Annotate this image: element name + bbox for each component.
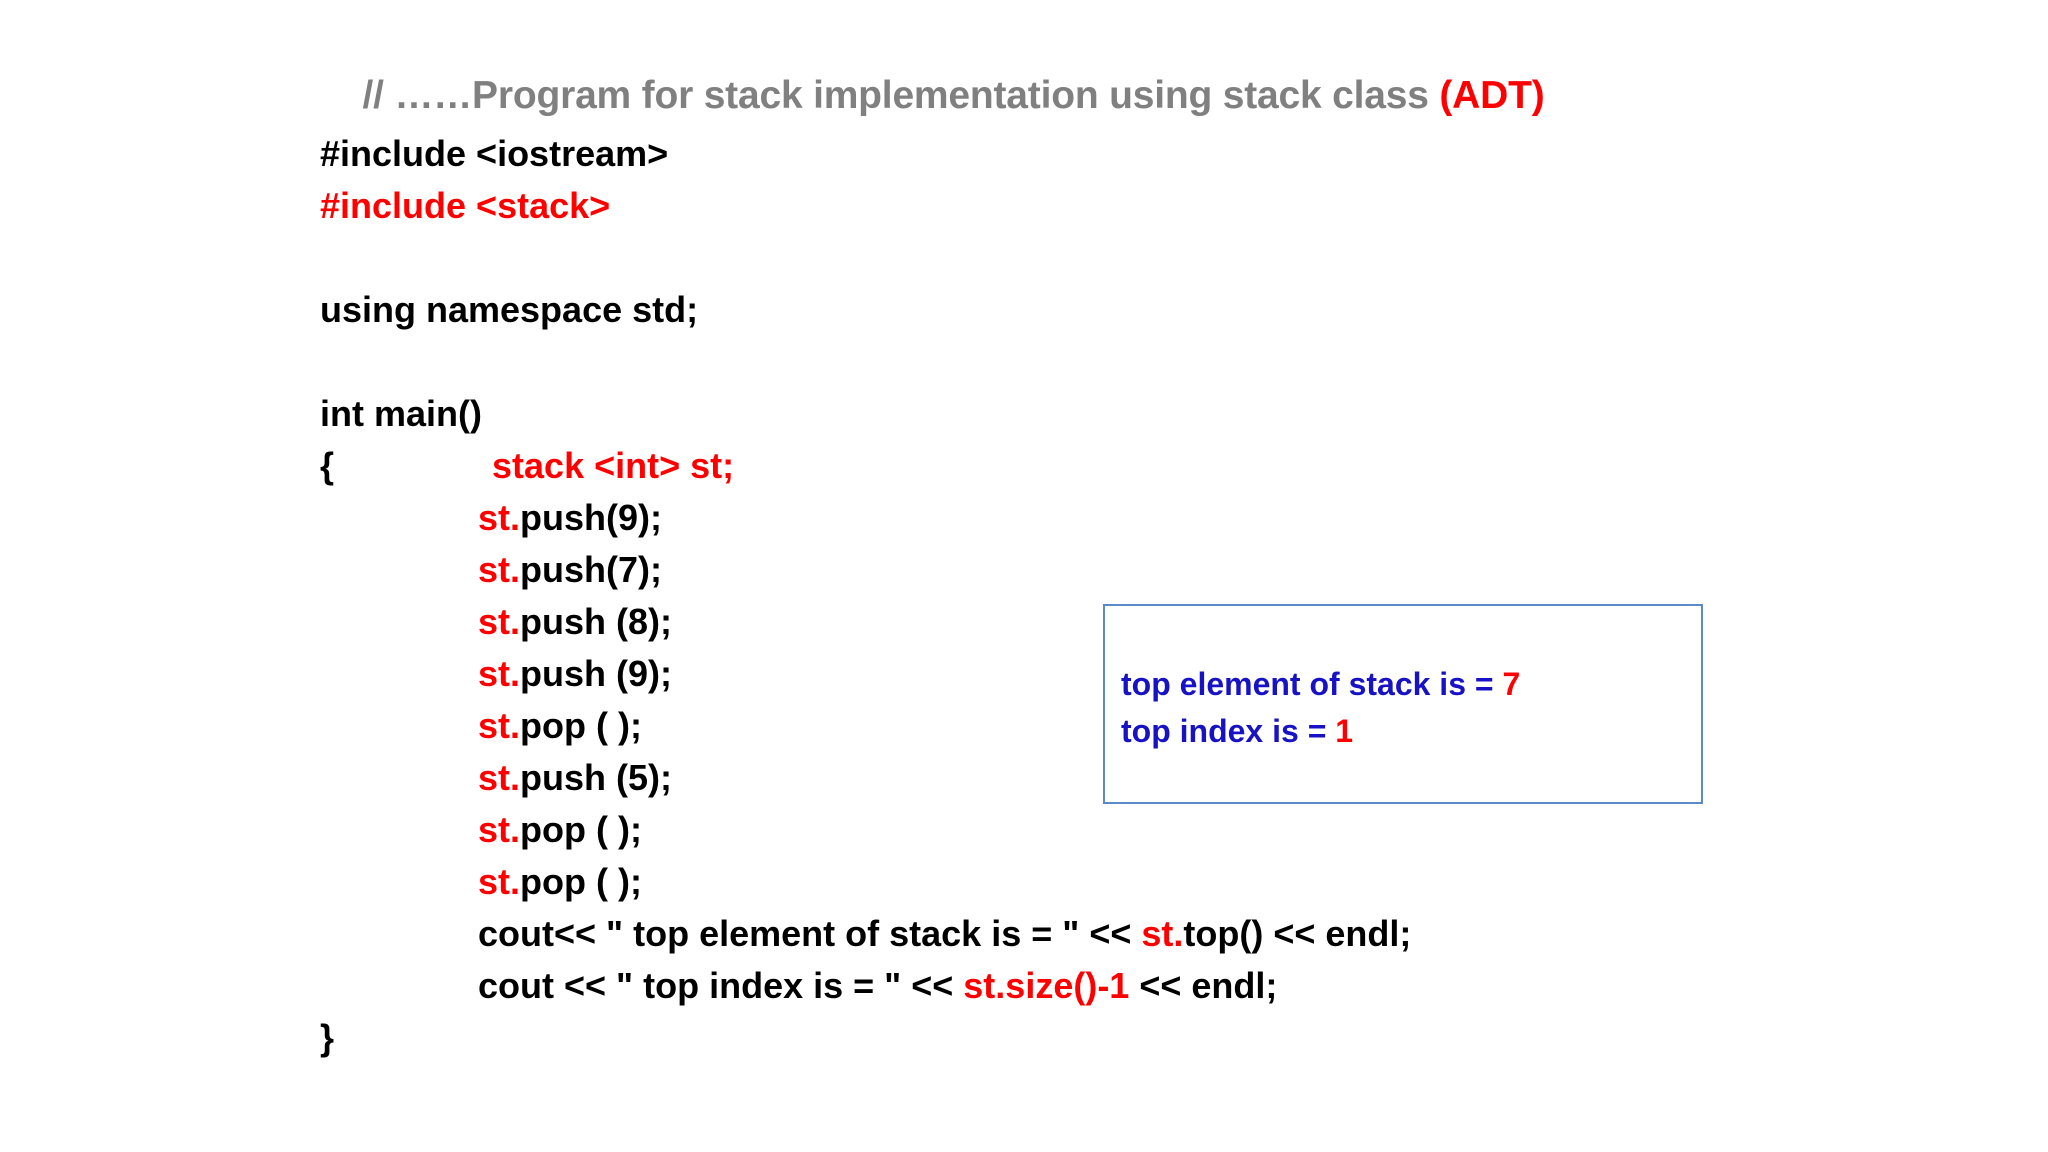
code-token: push (8);	[520, 601, 672, 642]
code-line-pop-1: st.pop ( );	[320, 700, 1411, 752]
code-token: pop ( );	[520, 861, 642, 902]
code-line-push-8: st.push (8);	[320, 596, 1411, 648]
code-token: st.	[478, 549, 521, 590]
code-token: st.	[478, 653, 521, 694]
code-line-include-stack: #include <stack>	[320, 180, 1411, 232]
code-line-cout-top: cout<< " top element of stack is = " << …	[320, 908, 1411, 960]
code-token	[320, 237, 330, 278]
code-token: push(9);	[520, 497, 662, 538]
output-line-top-index: top index is = 1	[1121, 708, 1520, 755]
code-token: st.	[1141, 913, 1184, 954]
code-token: push(7);	[520, 549, 662, 590]
code-token: #include <stack>	[320, 185, 611, 226]
output-value: 7	[1502, 666, 1521, 702]
code-token: stack <int> st;	[492, 445, 735, 486]
code-token: st.	[478, 497, 521, 538]
slide-title: // ……Program for stack implementation us…	[320, 30, 1545, 162]
code-line-blank-2	[320, 336, 1411, 388]
code-line-pop-3: st.pop ( );	[320, 856, 1411, 908]
code-token: st.	[478, 809, 521, 850]
code-token: st.	[478, 601, 521, 642]
code-line-close-brace: }	[320, 1012, 1411, 1064]
code-token: st.	[478, 705, 521, 746]
code-line-pop-2: st.pop ( );	[320, 804, 1411, 856]
code-line-include-iostream: #include <iostream>	[320, 128, 1411, 180]
code-token: push (5);	[520, 757, 672, 798]
code-line-blank-1	[320, 232, 1411, 284]
code-line-push-9b: st.push (9);	[320, 648, 1411, 700]
slide-title-text: // ……Program for stack implementation us…	[362, 74, 1440, 117]
code-line-push-5: st.push (5);	[320, 752, 1411, 804]
code-token: push (9);	[520, 653, 672, 694]
code-token: using namespace std;	[320, 289, 699, 330]
code-token: << endl;	[1129, 965, 1278, 1006]
code-token: st.size()-1	[963, 965, 1130, 1006]
output-label: top element of stack is =	[1121, 666, 1503, 702]
code-token: {	[320, 445, 335, 486]
code-line-push-7: st.push(7);	[320, 544, 1411, 596]
code-token: st.	[478, 861, 521, 902]
output-line-top-element: top element of stack is = 7	[1121, 661, 1520, 708]
code-token	[320, 341, 330, 382]
output-label: top index is =	[1121, 713, 1336, 749]
output-value: 1	[1335, 713, 1354, 749]
code-token: top() << endl;	[1183, 913, 1412, 954]
code-line-using-namespace: using namespace std;	[320, 284, 1411, 336]
code-token: #include <iostream>	[320, 133, 669, 174]
code-line-push-9a: st.push(9);	[320, 492, 1411, 544]
code-token: cout<< " top element of stack is = " <<	[478, 913, 1142, 954]
slide-title-accent: (ADT)	[1439, 74, 1545, 117]
code-token: pop ( );	[520, 809, 642, 850]
code-line-cout-index: cout << " top index is = " << st.size()-…	[320, 960, 1411, 1012]
code-line-int-main: int main()	[320, 388, 1411, 440]
code-line-open-brace-decl: { stack <int> st;	[320, 440, 1411, 492]
code-listing: #include <iostream> #include <stack> usin…	[320, 128, 1411, 1064]
code-token: cout << " top index is = " <<	[478, 965, 964, 1006]
code-token: st.	[478, 757, 521, 798]
code-token: pop ( );	[520, 705, 642, 746]
code-token: }	[320, 1017, 335, 1058]
code-token: int main()	[320, 393, 482, 434]
